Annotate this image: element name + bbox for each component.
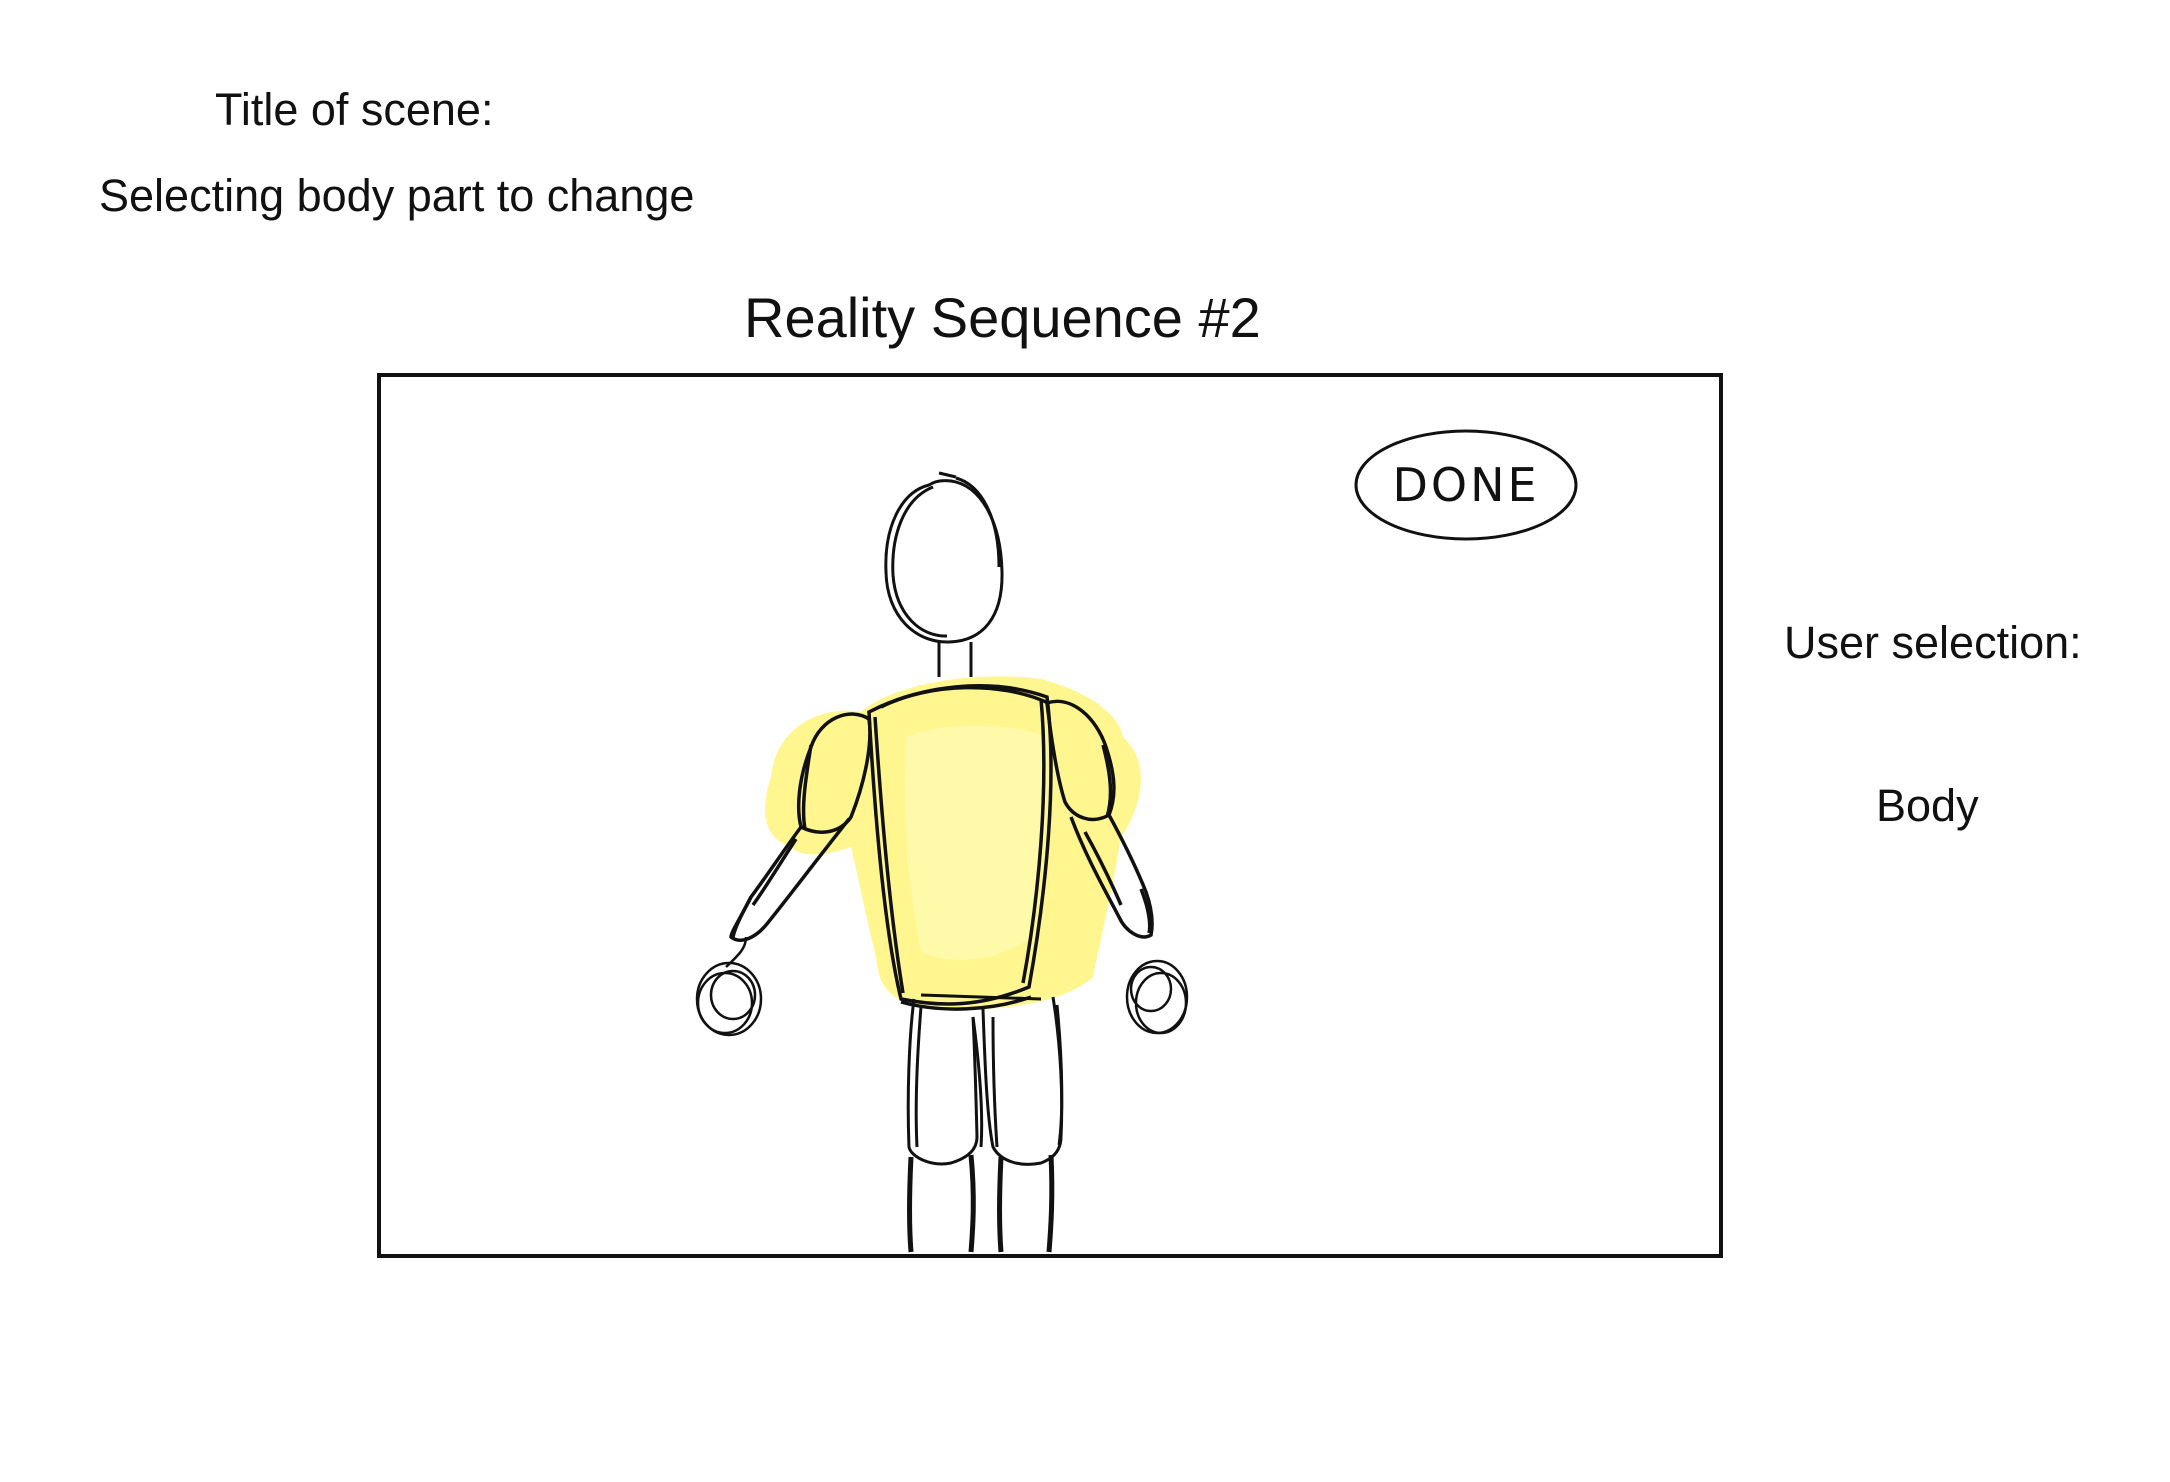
user-selection-value: Body	[1876, 780, 1979, 831]
head	[884, 479, 1004, 644]
left-hand	[695, 936, 763, 1037]
done-button-outline	[1354, 429, 1578, 541]
scene-viewport: DONE	[377, 373, 1723, 1258]
user-selection-label: User selection:	[1784, 617, 2082, 668]
sequence-title: Reality Sequence #2	[744, 286, 1261, 349]
done-button-label: DONE	[1392, 458, 1540, 512]
right-hand	[1125, 959, 1189, 1035]
done-button[interactable]: DONE	[1353, 427, 1579, 543]
scene-title-value: Selecting body part to change	[99, 170, 695, 221]
human-figure-sketch-icon	[695, 471, 1189, 1253]
scene-title-label: Title of scene:	[215, 84, 494, 135]
